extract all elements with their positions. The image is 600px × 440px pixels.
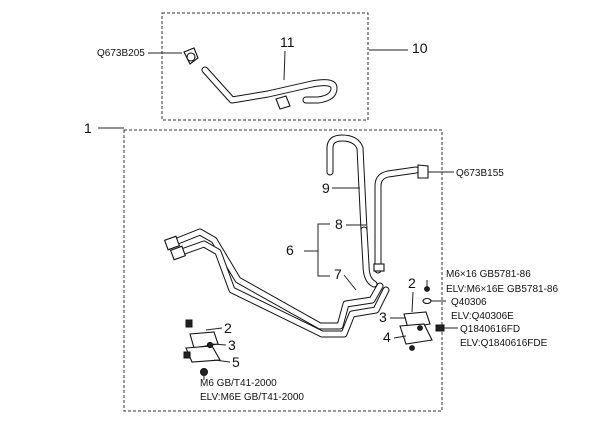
callout-2-right: 2 xyxy=(408,275,416,291)
pipe-end-fittings xyxy=(163,235,187,261)
callout-1: 1 xyxy=(84,120,92,136)
leader-line xyxy=(393,335,407,339)
leader-line xyxy=(343,274,357,291)
leader-line xyxy=(211,343,227,346)
hose-clamp-top xyxy=(183,47,199,65)
screw-part-number: Q1840616FD xyxy=(460,324,520,335)
callout-2-left: 2 xyxy=(224,320,232,336)
leader-line xyxy=(205,327,223,331)
hose-clamp-right xyxy=(417,164,429,179)
hose-clamp-middle xyxy=(275,95,291,110)
nut-part-number: M6 GB/T41-2000 xyxy=(200,378,277,389)
callout-4: 4 xyxy=(383,329,391,345)
callout-10: 10 xyxy=(412,40,428,56)
clip-7 xyxy=(373,263,385,272)
callout-3-left: 3 xyxy=(228,337,236,353)
callout-7: 7 xyxy=(334,266,342,282)
assembly-10-box xyxy=(161,12,369,121)
callout-11: 11 xyxy=(280,34,295,50)
clamp-part-number-top: Q673B205 xyxy=(97,48,145,59)
clamp-part-number-right: Q673B155 xyxy=(456,168,504,179)
nut-part-number-elv: ELV:M6E GB/T41-2000 xyxy=(200,392,304,403)
callout-9: 9 xyxy=(322,180,330,196)
bracket-6 xyxy=(304,223,330,277)
callout-3-right: 3 xyxy=(379,309,387,325)
leader-line xyxy=(283,50,286,81)
leader-line xyxy=(411,291,414,313)
bolt-part-number: M6×16 GB5781-86 xyxy=(446,269,531,280)
left-bracket-group xyxy=(183,319,221,376)
assembly-1-box xyxy=(123,129,443,412)
callout-6: 6 xyxy=(286,242,294,258)
washer-part-number-elv: ELV:Q40306E xyxy=(451,311,514,322)
washer-part-number: Q40306 xyxy=(451,297,487,308)
leader-line xyxy=(213,359,231,363)
callout-5: 5 xyxy=(232,354,240,370)
pipe-lines xyxy=(166,228,390,338)
right-bracket-group xyxy=(399,286,445,351)
tube-8 xyxy=(360,226,378,288)
callout-8: 8 xyxy=(335,216,343,232)
bolt-part-number-elv: ELV:M6×16E GB5781-86 xyxy=(446,284,558,295)
hose-11 xyxy=(201,66,338,104)
hose-9 xyxy=(326,134,368,234)
return-hose xyxy=(374,166,420,274)
screw-part-number-elv: ELV:Q1840616FDE xyxy=(460,338,548,349)
